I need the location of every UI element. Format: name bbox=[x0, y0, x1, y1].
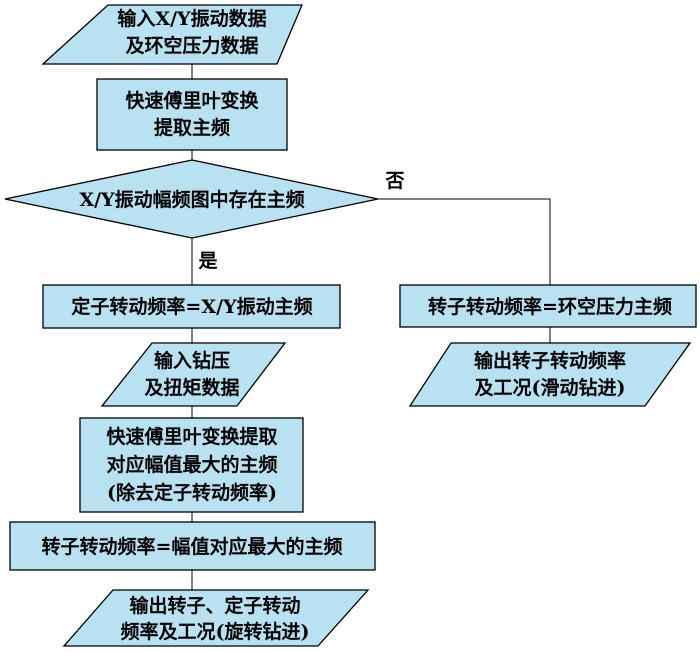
fft-extract-line1: 快速傅里叶变换 bbox=[125, 89, 259, 112]
rotor-frequency-left-label: 转子转动频率=幅值对应最大的主频 bbox=[42, 535, 343, 558]
input-vibration-line2: 及环空压力数据 bbox=[125, 34, 258, 57]
connectors bbox=[191, 64, 551, 590]
fft-extract-box bbox=[96, 78, 288, 151]
output-left-line2: 频率及工况(旋转钻进) bbox=[121, 620, 310, 643]
rotor-frequency-left-box bbox=[9, 521, 376, 571]
input-vibration-parallelogram bbox=[41, 4, 303, 65]
fft-max-line3: (除去定子转动频率) bbox=[107, 481, 277, 504]
input-vibration-line1: 输入X/Y振动数据 bbox=[117, 7, 266, 30]
edge-yes-label: 是 bbox=[198, 250, 217, 272]
rotor-frequency-right-box bbox=[399, 284, 697, 328]
edge-no-label: 否 bbox=[384, 170, 404, 192]
output-right-line1: 输出转子转动频率 bbox=[474, 349, 626, 372]
output-right-parallelogram bbox=[408, 342, 692, 407]
main-frequency-decision bbox=[4, 159, 379, 239]
rotor-frequency-right-label: 转子转动频率=环空压力主频 bbox=[428, 295, 672, 318]
fft-extract-line2: 提取主频 bbox=[154, 116, 230, 139]
output-right-line2: 及工况(滑动钻进) bbox=[475, 376, 626, 399]
input-wob-line1: 输入钻压 bbox=[154, 349, 230, 372]
input-wob-line2: 及扭矩数据 bbox=[144, 376, 239, 399]
fft-max-amplitude-box bbox=[79, 417, 304, 513]
stator-frequency-box bbox=[42, 284, 341, 329]
input-wob-torque-parallelogram bbox=[100, 342, 287, 407]
stator-frequency-label: 定子转动频率=X/Y振动主频 bbox=[71, 295, 312, 318]
connector-decision-no bbox=[378, 198, 551, 285]
output-left-parallelogram bbox=[62, 589, 370, 647]
decision-label: X/Y振动幅频图中存在主频 bbox=[79, 188, 304, 211]
fft-max-line2: 对应幅值最大的主频 bbox=[106, 453, 277, 476]
fft-max-line1: 快速傅里叶变换提取 bbox=[106, 425, 277, 448]
output-left-line1: 输出转子、定子转动 bbox=[129, 594, 300, 617]
